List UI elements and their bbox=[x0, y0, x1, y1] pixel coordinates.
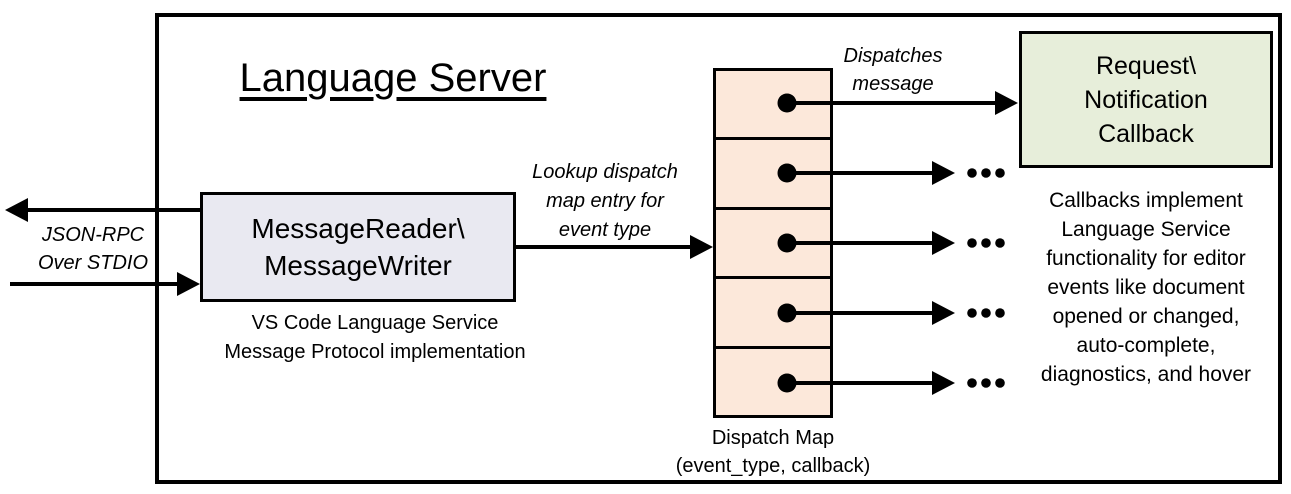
callbacks-note-line3: functionality for editor bbox=[1046, 247, 1246, 270]
dispatches-message-label-line1: Dispatches bbox=[843, 45, 943, 67]
callbacks-note-line1: Callbacks implement bbox=[1049, 189, 1243, 212]
json-rpc-stdio-label-line2: Over STDIO bbox=[37, 252, 148, 274]
callbacks-note-line6: auto-complete, bbox=[1076, 334, 1216, 357]
json-rpc-stdio-label-line1: JSON-RPC bbox=[41, 224, 145, 246]
dispatch-map-caption: Dispatch Map (event_type, callback) bbox=[653, 424, 893, 480]
dispatches-message-label-line2: message bbox=[852, 73, 934, 95]
reader-caption-line1: VS Code Language Service bbox=[251, 312, 499, 334]
lookup-dispatch-label-line3: event type bbox=[558, 219, 652, 241]
dispatch-map-cell-5 bbox=[716, 349, 830, 415]
callbacks-note-line7: diagnostics, and hover bbox=[1040, 363, 1252, 386]
dispatches-message-label: Dispatches message bbox=[813, 42, 973, 98]
message-reader-writer-box: MessageReader\ MessageWriter bbox=[200, 192, 516, 302]
callbacks-note-line2: Language Service bbox=[1061, 218, 1231, 241]
diagram-title: Language Server bbox=[239, 56, 547, 100]
callbacks-note-line4: events like document bbox=[1047, 276, 1245, 299]
json-rpc-stdio-label: JSON-RPC Over STDIO bbox=[18, 221, 168, 277]
dispatch-map-caption-line1: Dispatch Map bbox=[711, 427, 835, 449]
callbacks-note-line5: opened or changed, bbox=[1052, 305, 1240, 328]
dispatch-map-box bbox=[713, 68, 833, 418]
message-reader-label: MessageReader\ bbox=[251, 213, 465, 244]
callback-box-line1: Request\ bbox=[1095, 51, 1197, 80]
dispatch-map-cell-1 bbox=[716, 71, 830, 141]
callbacks-note: Callbacks implement Language Service fun… bbox=[1018, 186, 1274, 389]
lookup-dispatch-label: Lookup dispatch map entry for event type bbox=[510, 158, 700, 245]
dispatch-map-cell-2 bbox=[716, 140, 830, 210]
message-writer-label: MessageWriter bbox=[264, 250, 452, 281]
language-server-boundary-box bbox=[155, 13, 1282, 484]
dispatch-map-caption-line2: (event_type, callback) bbox=[675, 455, 871, 477]
dispatch-map-cell-3 bbox=[716, 210, 830, 280]
lookup-dispatch-label-line2: map entry for bbox=[546, 190, 664, 212]
dispatch-map-cell-4 bbox=[716, 279, 830, 349]
request-notification-callback-box: Request\ Notification Callback bbox=[1019, 31, 1273, 168]
lookup-dispatch-label-line1: Lookup dispatch bbox=[532, 161, 678, 183]
callback-box-line3: Callback bbox=[1098, 119, 1194, 148]
reader-box-caption: VS Code Language Service Message Protoco… bbox=[195, 309, 555, 367]
callback-box-line2: Notification bbox=[1084, 85, 1208, 114]
reader-caption-line2: Message Protocol implementation bbox=[224, 341, 526, 363]
